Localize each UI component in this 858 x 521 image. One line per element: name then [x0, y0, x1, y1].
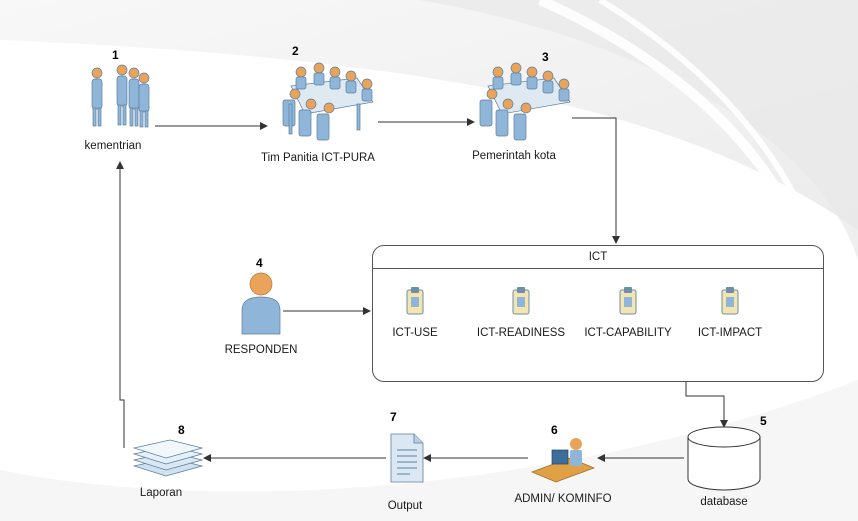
node-number: 2: [292, 44, 299, 58]
node-label: Tim Panitia ICT-PURA: [261, 152, 375, 164]
ict-item: ICT-CAPABILITY: [573, 286, 683, 339]
node-label: Output: [387, 500, 423, 512]
ict-item-label: ICT-IMPACT: [697, 327, 763, 339]
ict-item: ICT-USE: [360, 286, 470, 339]
node-number: 8: [178, 423, 185, 437]
node-number: 7: [390, 410, 397, 424]
node-label: Pemerintah kota: [472, 150, 556, 162]
ict-item-label: ICT-READINESS: [476, 327, 566, 339]
node-label: Laporan: [139, 487, 183, 499]
arrow-pemerintah-to-ict: [572, 117, 620, 244]
clipboard-icon: [721, 287, 739, 315]
node-number: 6: [551, 423, 558, 437]
document-icon: [390, 433, 424, 483]
arrow-ict-to-database: [685, 382, 728, 428]
clipboard-icon: [619, 287, 637, 315]
node-label: database: [700, 496, 748, 508]
clipboard-icon: [406, 287, 424, 315]
node-number: 3: [542, 50, 549, 64]
node-label: kementrian: [84, 140, 142, 152]
ict-item-label: ICT-CAPABILITY: [584, 327, 672, 339]
ict-item: ICT-IMPACT: [675, 286, 785, 339]
meeting-table-icon: [479, 62, 571, 141]
node-number: 1: [112, 48, 119, 62]
ict-title: ICT: [373, 246, 823, 269]
node-number: 4: [256, 256, 263, 270]
person-icon: [241, 272, 281, 335]
connectors: [116, 117, 728, 462]
people-group-icon: [91, 64, 150, 128]
database-icon: [687, 426, 761, 491]
meeting-table-icon: [282, 62, 374, 141]
ict-container: ICT ICT-USE ICT-READINESS ICT-CAPABILITY…: [372, 245, 824, 382]
node-number: 5: [760, 414, 767, 428]
node-label: ADMIN/ KOMINFO: [514, 493, 612, 505]
ict-item: ICT-READINESS: [466, 286, 576, 339]
clipboard-icon: [512, 287, 530, 315]
arrow-laporan-to-kementrian: [116, 161, 125, 448]
ict-item-label: ICT-USE: [392, 327, 438, 339]
node-label: RESPONDEN: [224, 344, 298, 356]
document-stack-icon: [132, 439, 204, 477]
workstation-icon: [531, 438, 595, 483]
